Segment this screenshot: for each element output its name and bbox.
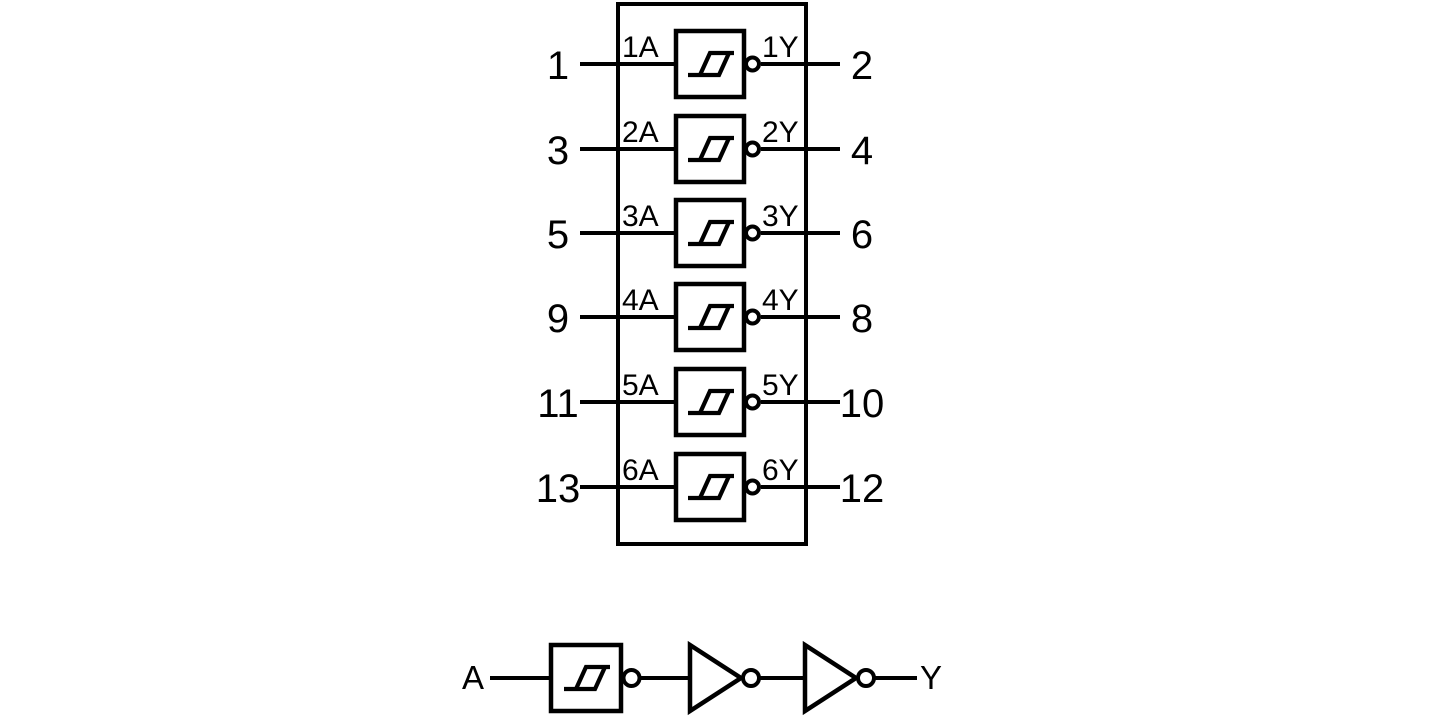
- gate-row-6: 13 6A 6Y 12: [536, 454, 885, 520]
- gate-row-2: 3 2A 2Y 4: [547, 116, 873, 182]
- input-pin-number: 11: [537, 382, 579, 426]
- output-pin-number: 12: [840, 467, 885, 511]
- gate-output-label: 1Y: [762, 31, 799, 64]
- schmitt-gate-box: [548, 642, 624, 714]
- gate-row-1: 1 1A 1Y 2: [547, 31, 873, 97]
- output-pin-number: 6: [851, 213, 873, 257]
- input-pin-number: 3: [547, 129, 569, 173]
- input-pin-number: 9: [547, 297, 569, 341]
- gate-output-label: 2Y: [762, 116, 799, 149]
- inversion-bubble-icon: [621, 668, 642, 688]
- gate-output-label: 4Y: [762, 284, 799, 317]
- gate-output-label: 3Y: [762, 200, 799, 233]
- gate-input-label: 2A: [622, 116, 659, 149]
- inversion-bubble-icon: [856, 668, 876, 688]
- gate-row-4: 9 4A 4Y 8: [547, 284, 873, 350]
- input-pin-number: 5: [547, 213, 569, 257]
- output-pin-number: 4: [851, 129, 873, 173]
- ic-outline: [616, 2, 808, 546]
- gate-input-label: 1A: [622, 31, 659, 64]
- output-pin-number: 10: [840, 382, 885, 426]
- gate-input-label: 3A: [622, 200, 659, 233]
- output-pin-number: 2: [851, 44, 873, 88]
- equivalent-input-label: A: [462, 659, 484, 696]
- gate-output-label: 6Y: [762, 454, 799, 487]
- inverter-triangle-icon: [802, 640, 861, 716]
- input-pin-number: 13: [536, 467, 581, 511]
- equivalent-circuit: A Y: [462, 640, 942, 716]
- inversion-bubble-icon: [741, 668, 761, 688]
- gate-row-3: 5 3A 3Y 6: [547, 200, 873, 266]
- gate-input-label: 4A: [622, 284, 659, 317]
- gate-input-label: 5A: [622, 369, 659, 402]
- gate-input-label: 6A: [622, 454, 659, 487]
- ic-package: 1 1A 1Y 2 3 2A 2Y 4 5 3A 3Y 6 9 4A 4Y 8: [536, 2, 885, 546]
- gate-row-5: 11 5A 5Y 10: [537, 369, 884, 435]
- equivalent-output-label: Y: [920, 659, 942, 696]
- gate-output-label: 5Y: [762, 369, 799, 402]
- input-pin-number: 1: [547, 44, 569, 88]
- inverter-triangle-icon: [687, 640, 746, 716]
- output-pin-number: 8: [851, 297, 873, 341]
